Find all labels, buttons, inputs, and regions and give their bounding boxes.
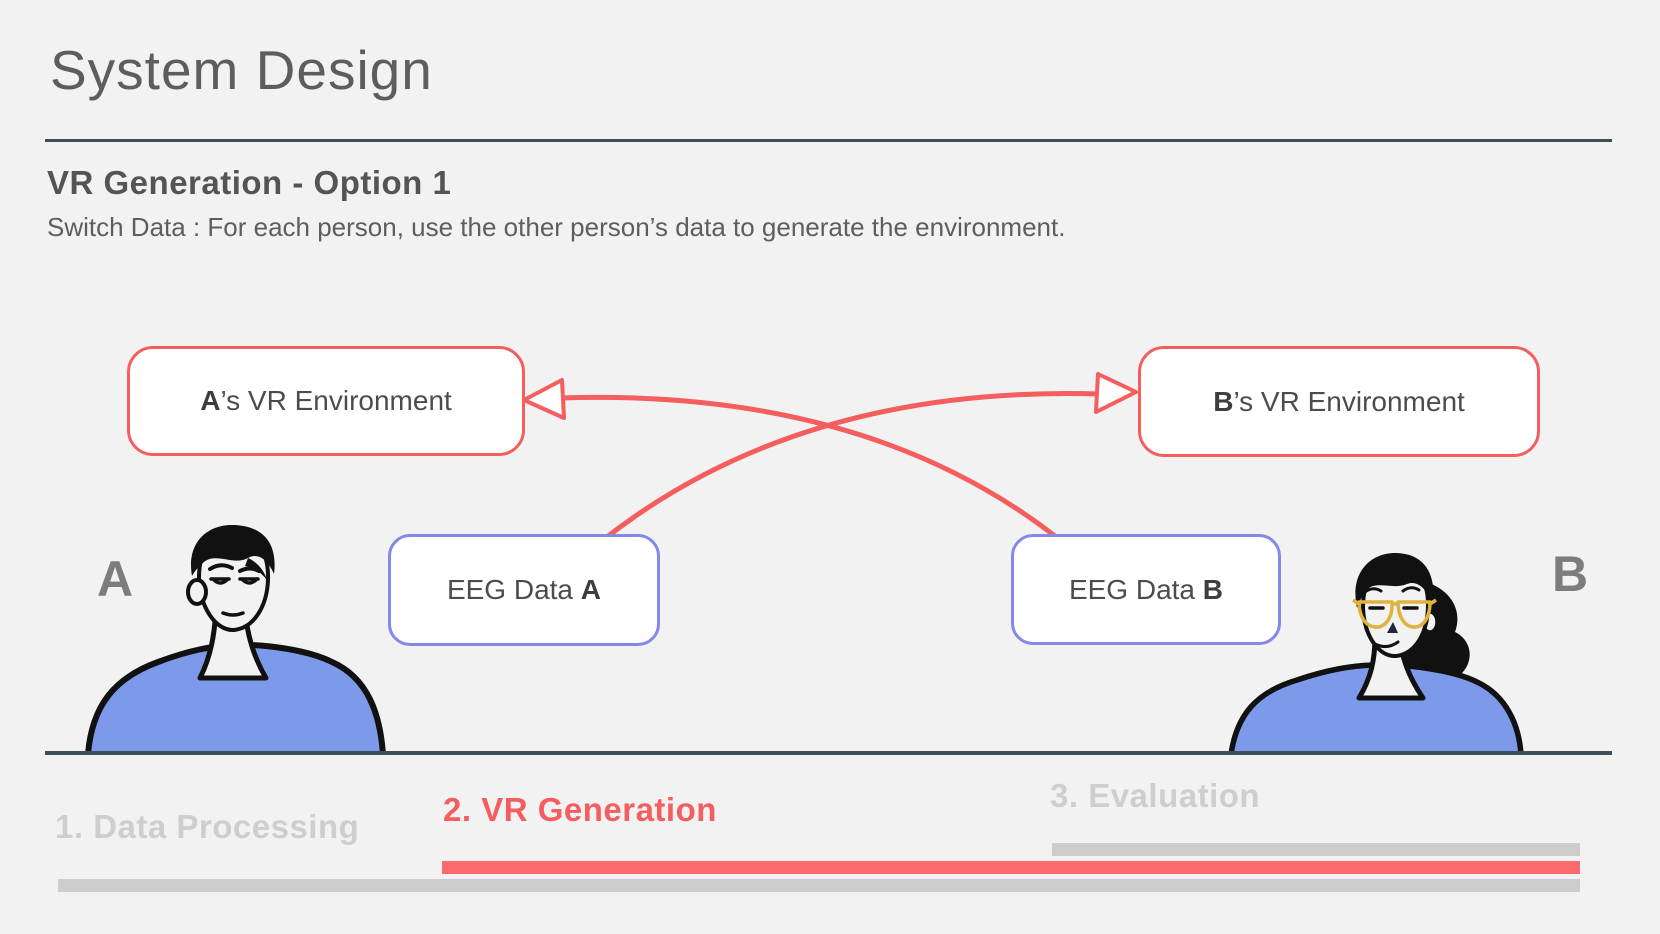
person-a-brow-right [238, 566, 261, 573]
box-b-vr-environment: B’s VR Environment [1138, 346, 1540, 457]
person-a-brow-left [208, 563, 234, 571]
box-b-vr-environment-label: B’s VR Environment [1213, 385, 1465, 417]
person-a-illustration [84, 524, 387, 754]
person-b-brow-right [1401, 586, 1421, 593]
arrowhead-left-icon [522, 378, 566, 420]
baseline-divider [45, 751, 1612, 755]
section-heading: VR Generation - Option 1 [47, 164, 452, 201]
person-a-ear [186, 578, 208, 606]
box-eeg-data-a-label: EEG Data A [446, 574, 602, 605]
section-subtitle: Switch Data : For each person, use the o… [47, 212, 1066, 242]
person-a-eye-left [209, 577, 231, 585]
box-eeg-data-b-label: EEG Data B [1068, 573, 1224, 605]
person-a-label: A [97, 551, 134, 607]
person-b-glasses [1352, 598, 1437, 629]
arrowhead-right-icon [1094, 372, 1138, 414]
header-divider [45, 139, 1612, 142]
person-b-illustration [1228, 552, 1524, 754]
person-a-mouth [221, 611, 245, 617]
person-b-label: B [1552, 546, 1589, 602]
person-b-brow-left [1363, 587, 1383, 594]
box-eeg-data-a: EEG Data A [388, 534, 660, 646]
person-a-eye-right [238, 577, 260, 585]
page-title: System Design [50, 39, 433, 101]
box-eeg-data-b: EEG Data B [1011, 534, 1281, 645]
progress-bar-vr-generation [442, 861, 1580, 874]
step-label-vr-generation: 2. VR Generation [443, 791, 717, 828]
arrow-eegB-to-envA [559, 394, 1062, 542]
progress-bar-data-processing [58, 879, 1580, 892]
box-a-vr-environment-label: A’s VR Environment [200, 385, 452, 416]
step-label-data-processing: 1. Data Processing [55, 808, 360, 845]
step-label-evaluation: 3. Evaluation [1050, 777, 1261, 814]
person-a-hair [191, 524, 275, 576]
person-b-nose [1387, 622, 1398, 633]
person-b-hair [1355, 552, 1434, 608]
person-b-mouth [1373, 640, 1400, 649]
progress-bar-evaluation [1052, 843, 1580, 856]
arrow-eegA-to-envB [601, 391, 1101, 542]
box-a-vr-environment: A’s VR Environment [127, 346, 525, 456]
